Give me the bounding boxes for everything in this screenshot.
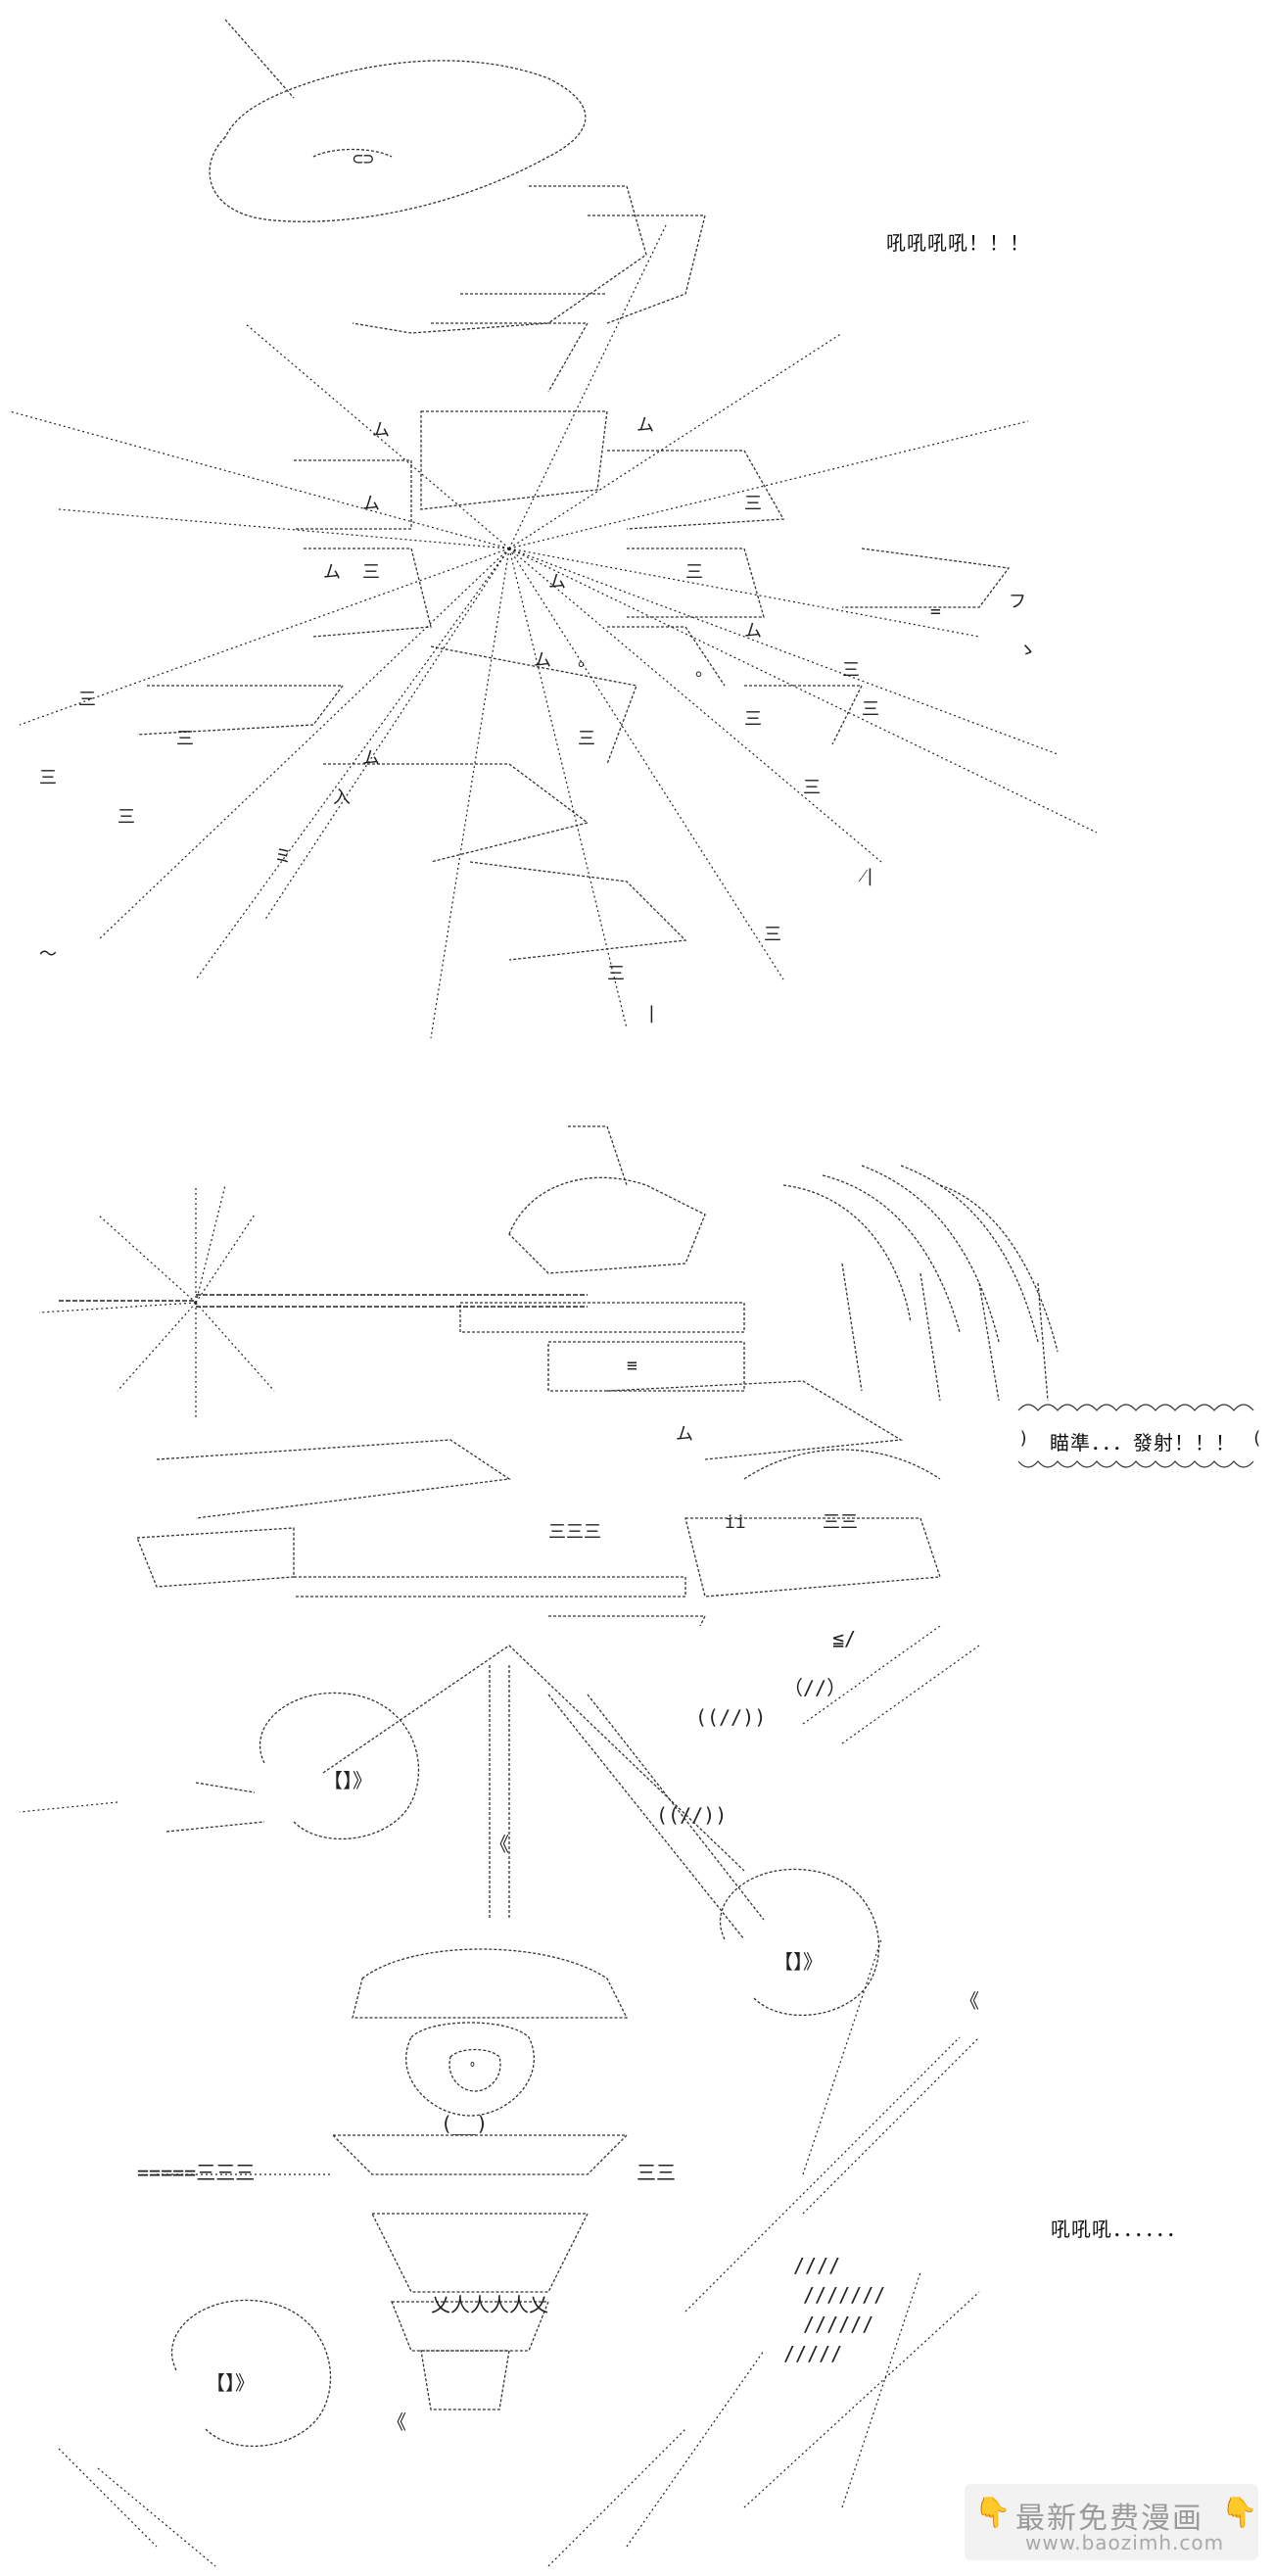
svg-text:三: 三 bbox=[842, 660, 860, 681]
svg-text:三: 三 bbox=[118, 807, 135, 828]
svg-text:////: //// bbox=[793, 2254, 840, 2277]
svg-text:ミ: ミ bbox=[274, 846, 292, 867]
panel-creatures: 【】》 《 【】》 《 【】》 《 ﾟ (__) ((∕∕)) ((∕∕)) 乂… bbox=[0, 1626, 1273, 2576]
svg-text:【】》: 【】》 bbox=[206, 2371, 255, 2395]
svg-text:(: ( bbox=[1251, 1428, 1262, 1449]
svg-text:フ: フ bbox=[1009, 592, 1026, 612]
svg-text:《: 《 bbox=[960, 1989, 979, 2013]
speech-burst-bottom bbox=[1018, 1461, 1253, 1467]
svg-text:ム: ム bbox=[636, 415, 654, 436]
svg-text:ム: ム bbox=[534, 650, 551, 671]
svg-text:|: | bbox=[646, 1003, 657, 1024]
svg-text:ii: ii bbox=[725, 1512, 746, 1533]
svg-text:ム: ム bbox=[548, 572, 566, 593]
svg-text:=: = bbox=[930, 601, 941, 622]
pointing-hand-icon: 👇 bbox=[1221, 2496, 1258, 2530]
svg-text:三: 三 bbox=[607, 964, 625, 984]
svg-text:〜: 〜 bbox=[39, 944, 57, 965]
svg-text:三三: 三三 bbox=[823, 1512, 858, 1533]
svg-text:（∕∕）: （∕∕） bbox=[783, 1676, 846, 1699]
svg-text:三: 三 bbox=[176, 729, 194, 749]
watermark-title: 最新免费漫画 bbox=[1015, 2502, 1203, 2536]
svg-text:三: 三 bbox=[685, 562, 703, 583]
watermark-url: www.baozimh.com bbox=[1025, 2531, 1225, 2554]
svg-text:【】》: 【】》 bbox=[323, 1769, 372, 1792]
svg-text:三: 三 bbox=[78, 690, 96, 710]
fire-caption: 瞄準．．．發射！！！ bbox=[1050, 1431, 1236, 1455]
svg-text:((∕∕)): ((∕∕)) bbox=[656, 1803, 727, 1827]
svg-text:(__): (__) bbox=[441, 2112, 488, 2135]
svg-text:⁄|: ⁄| bbox=[858, 866, 875, 886]
svg-text:ム: ム bbox=[362, 494, 380, 514]
svg-text:≡: ≡ bbox=[627, 1356, 637, 1376]
svg-text:《: 《 bbox=[387, 2410, 406, 2434]
svg-text:三: 三 bbox=[744, 494, 762, 514]
svg-text:三: 三 bbox=[764, 925, 781, 945]
svg-text:。: 。 bbox=[695, 660, 713, 681]
creatures-ascii-art: 【】》 《 【】》 《 【】》 《 ﾟ (__) ((∕∕)) ((∕∕)) 乂… bbox=[0, 1626, 1273, 2576]
speech-burst-top bbox=[1018, 1405, 1253, 1410]
svg-text:ム: ム bbox=[372, 420, 390, 441]
panel-explosion: ⊂⊃ ム 。 。 ム ム ム ム ム ム ム 入 ⁄| ミ 三 三 三 三 三 … bbox=[0, 0, 1273, 1068]
svg-text:三: 三 bbox=[862, 699, 879, 720]
svg-text:乂人人人人乂: 乂人人人人乂 bbox=[431, 2293, 548, 2316]
svg-text:三三: 三三 bbox=[636, 2161, 676, 2184]
svg-text:三: 三 bbox=[803, 778, 821, 798]
svg-text:ム: ム bbox=[323, 562, 341, 583]
svg-text:三: 三 bbox=[39, 768, 57, 788]
svg-text:=====三三三: =====三三三 bbox=[137, 2161, 255, 2184]
svg-text:三: 三 bbox=[362, 562, 380, 583]
growl-caption: 吼吼吼．．．．．． bbox=[1051, 2218, 1187, 2241]
explosion-ascii-art: ⊂⊃ ム 。 。 ム ム ム ム ム ム ム 入 ⁄| ミ 三 三 三 三 三 … bbox=[0, 0, 1273, 1068]
svg-text:。: 。 bbox=[578, 650, 595, 671]
svg-text:ム: ム bbox=[744, 621, 762, 642]
firing-ascii-art: ) ( ≡ ム ii 三三 三三三 bbox=[0, 1068, 1262, 1626]
svg-text:三: 三 bbox=[744, 709, 762, 730]
svg-text:≦/: ≦/ bbox=[832, 1627, 856, 1650]
svg-text:ム: ム bbox=[362, 748, 380, 769]
site-watermark: 👇 最新免费漫画 👇 www.baozimh.com bbox=[965, 2484, 1258, 2560]
svg-text://///: ///// bbox=[783, 2342, 842, 2365]
svg-text:入: 入 bbox=[333, 787, 351, 808]
pointing-hand-icon: 👇 bbox=[974, 2496, 1012, 2530]
svg-text:ゝ: ゝ bbox=[1018, 641, 1036, 661]
svg-text:《: 《 bbox=[490, 1833, 509, 1856]
svg-text:): ) bbox=[1018, 1428, 1029, 1449]
svg-text:【】》: 【】》 bbox=[774, 1950, 823, 1974]
svg-text:三: 三 bbox=[578, 729, 595, 749]
svg-text:((∕∕)): ((∕∕)) bbox=[695, 1705, 766, 1729]
svg-text:ム: ム bbox=[676, 1424, 693, 1445]
svg-text:ﾟ: ﾟ bbox=[470, 2060, 480, 2083]
svg-text:///////: /////// bbox=[803, 2283, 885, 2307]
panel-firing: ) ( ≡ ム ii 三三 三三三 瞄準．．．發射！！！ bbox=[0, 1068, 1273, 1626]
roar-caption: 吼吼吼吼！！！ bbox=[886, 231, 1030, 255]
svg-text:三三三: 三三三 bbox=[548, 1522, 601, 1543]
svg-text://////: ////// bbox=[803, 2313, 873, 2336]
svg-text:⊂⊃: ⊂⊃ bbox=[353, 149, 374, 169]
